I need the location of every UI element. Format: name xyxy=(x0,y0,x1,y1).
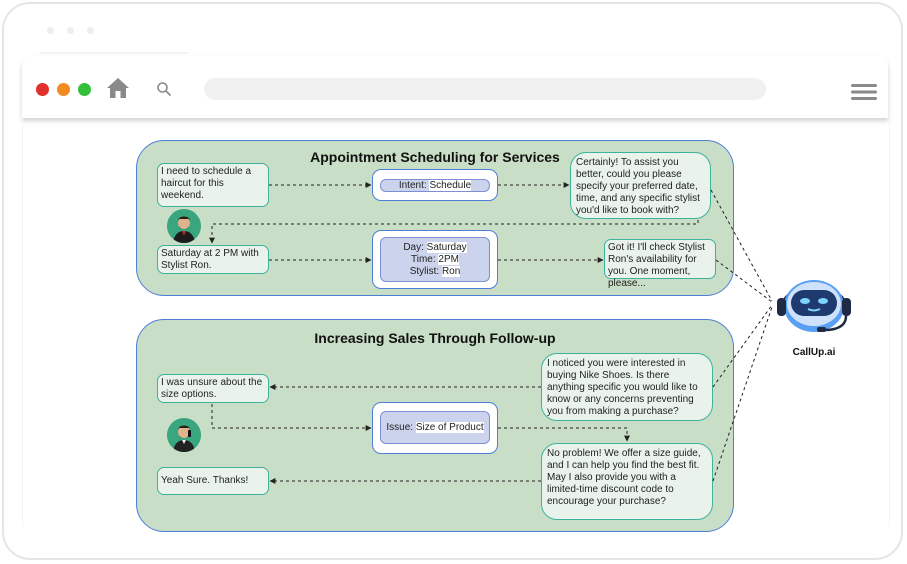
close-window-button[interactable] xyxy=(36,83,49,96)
robot-icon xyxy=(777,280,851,332)
user-message-bubble: Yeah Sure. Thanks! xyxy=(157,467,269,495)
intent-box: Intent: Schedule xyxy=(372,169,498,201)
person-icon xyxy=(167,418,201,452)
customer-avatar xyxy=(167,209,201,243)
bot-message-bubble: No problem! We offer a size guide, and I… xyxy=(541,443,713,520)
bot-link xyxy=(710,189,773,302)
home-icon[interactable] xyxy=(106,77,130,99)
maximize-window-button[interactable] xyxy=(78,83,91,96)
intent-tag: Intent: Schedule xyxy=(380,179,490,192)
hamburger-menu-icon[interactable] xyxy=(851,83,877,101)
ghost-dot xyxy=(87,27,94,34)
customer-avatar xyxy=(167,418,201,452)
user-message-bubble: Saturday at 2 PM with Stylist Ron. xyxy=(157,245,269,274)
time-label: Time: xyxy=(411,254,436,265)
bot-link xyxy=(712,306,773,482)
intent-label: Intent: xyxy=(398,180,427,191)
details-box: Day: Saturday Time: 2PM Stylist: Ron xyxy=(372,230,498,289)
issue-label: Issue: xyxy=(386,422,414,433)
bot-message-bubble: I noticed you were interested in buying … xyxy=(541,353,713,421)
issue-value: Size of Product xyxy=(415,422,484,433)
intent-value: Schedule xyxy=(429,180,472,191)
ghost-divider xyxy=(40,52,188,68)
scheduling-title: Appointment Scheduling for Services xyxy=(310,149,560,165)
day-value: Saturday xyxy=(426,242,467,253)
ghost-dot xyxy=(47,27,54,34)
issue-tag: Issue: Size of Product xyxy=(380,411,490,444)
bot-message-bubble: Got it! I'll check Stylist Ron's availab… xyxy=(604,239,716,289)
user-message-bubble: I need to schedule a haircut for this we… xyxy=(157,163,269,207)
browser-content xyxy=(22,118,890,526)
sales-title: Increasing Sales Through Follow-up xyxy=(314,330,556,346)
details-tag: Day: Saturday Time: 2PM Stylist: Ron xyxy=(380,237,490,282)
flow-arrow xyxy=(209,220,699,244)
flow-arrow xyxy=(211,404,372,431)
ghost-dot xyxy=(67,27,74,34)
browser-toolbar xyxy=(22,56,888,118)
minimize-window-button[interactable] xyxy=(57,83,70,96)
person-icon xyxy=(167,209,201,243)
stylist-label: Stylist: xyxy=(409,266,440,277)
bot-link xyxy=(715,259,773,303)
bot-message-bubble: Certainly! To assist you better, could y… xyxy=(570,152,711,219)
user-message-bubble: I was unsure about the size options. xyxy=(157,374,269,403)
issue-box: Issue: Size of Product xyxy=(372,402,498,454)
search-icon[interactable] xyxy=(156,81,172,97)
flow-arrow xyxy=(498,427,630,442)
address-bar[interactable] xyxy=(204,78,766,100)
stylist-value: Ron xyxy=(441,266,461,277)
day-label: Day: xyxy=(403,242,424,253)
time-value: 2PM xyxy=(438,254,459,265)
bot-link xyxy=(712,304,773,388)
brand-label: CallUp.ai xyxy=(792,347,836,358)
